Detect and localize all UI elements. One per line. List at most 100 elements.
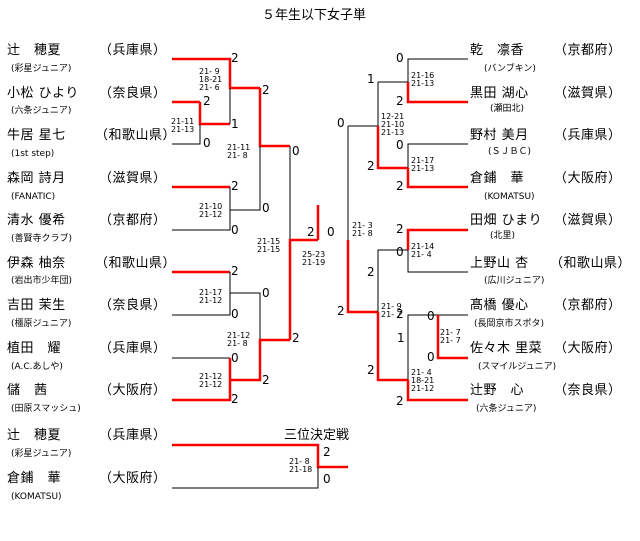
left-player-9-pref: （大阪府） (99, 383, 167, 398)
result-left-r2d-bot: 2 (231, 392, 239, 406)
right-player-2-club: (瀬田北) (490, 104, 525, 114)
left-player-6-name: 伊森 柚奈 (7, 256, 66, 271)
right-player-3-name: 野村 美月 (470, 128, 529, 143)
right-player-9-club: (六条ジュニア) (476, 404, 537, 414)
left-player-3-name: 牛居 星七 (7, 128, 66, 143)
left-player-5-name: 清水 優希 (7, 213, 66, 228)
left-player-8-pref: （兵庫県） (99, 341, 167, 356)
right-player-1-name: 乾 凛香 (470, 43, 525, 58)
left-player-6-club: (岩出市少年団) (11, 276, 73, 286)
bracket-line-4 (172, 124, 201, 145)
winner-line-26 (406, 168, 468, 189)
right-player-3-club: (ＳＪＢＣ) (488, 147, 532, 157)
right-player-6-name: 上野山 杏 (470, 256, 529, 271)
right-player-4-name: 倉鋪 華 (470, 171, 525, 186)
third-player-1-club: (彩星ジュニア) (11, 449, 72, 459)
result-third-bot: 0 (323, 472, 331, 486)
result-right-r3b-top: 2 (367, 265, 375, 279)
result-left-r2b-bot: 0 (231, 223, 239, 237)
result-left-r1-bot: 1 (231, 117, 239, 131)
bracket-line-9 (230, 146, 261, 211)
result-right-r2b-bot: 2 (396, 179, 404, 193)
left-player-2-name: 小松 ひより (7, 86, 79, 101)
left-player-4-club: (FANATIC) (11, 192, 56, 202)
left-player-1-pref: （兵庫県） (99, 43, 167, 58)
right-player-4-club: (KOMATSU) (484, 192, 535, 202)
result-right-r2a-top: 0 (396, 51, 404, 65)
third-player-1-name: 辻 穂夏 (7, 428, 62, 443)
result-left-r1-top: 2 (231, 51, 239, 65)
right-player-5-name: 田畑 ひまり (470, 213, 543, 228)
left-player-7-name: 吉田 茉生 (7, 298, 66, 313)
winner-line-1 (172, 57, 260, 90)
right-player-5-club: (北里) (490, 231, 516, 241)
left-player-7-club: (橿原ジュニア) (11, 319, 72, 329)
result-right-r1-top: 0 (427, 350, 435, 364)
left-player-8-club: (A.C.あしや) (11, 362, 63, 372)
result-right-r2b-top: 0 (396, 138, 404, 152)
right-player-3-pref: （兵庫県） (554, 128, 622, 143)
result-left-r2b-top: 2 (231, 179, 239, 193)
left-player-3-club: (1st step) (11, 149, 55, 159)
result-right-r2d-bot: 1 (397, 331, 405, 345)
left-player-5-club: (善賢寺クラブ) (11, 234, 73, 244)
left-player-8-name: 植田 耀 (7, 341, 62, 356)
bracket-line-8 (172, 187, 231, 231)
bracket-line-35 (172, 467, 319, 489)
result-final-right: 0 (327, 225, 335, 239)
winner-line-34 (172, 443, 348, 469)
result-right-sf-bot: 2 (337, 304, 345, 318)
third-player-2-name: 倉鋪 華 (7, 471, 62, 486)
winner-line-24 (376, 126, 408, 170)
right-player-9-name: 辻野 心 (470, 383, 525, 398)
left-player-2-club: (六条ジュニア) (11, 106, 72, 116)
result-right-sf-top: 0 (337, 116, 345, 130)
result-left-sf-bot: 2 (292, 331, 300, 345)
left-player-4-name: 森岡 詩月 (7, 171, 66, 186)
result-right-r3b-bot: 2 (367, 363, 375, 377)
third-player-2-pref: （大阪府） (99, 471, 167, 486)
left-player-1-club: (彩星ジュニア) (11, 64, 72, 74)
right-player-2-pref: （滋賀県） (554, 86, 622, 101)
right-player-8-name: 佐々木 里菜 (470, 341, 543, 356)
right-player-7-name: 髙橋 優心 (470, 298, 529, 313)
result-left-r3b-bot: 2 (262, 373, 270, 387)
left-player-9-club: (田原スマッシュ) (11, 404, 81, 414)
winner-line-15 (172, 358, 232, 402)
right-player-5-pref: （滋賀県） (554, 213, 622, 228)
result-left-r2a-bot: 0 (203, 136, 211, 150)
left-player-6-pref: （和歌山県） (95, 256, 177, 271)
bracket-line-12 (172, 272, 231, 316)
bracket-line-22 (378, 58, 468, 83)
left-player-3-pref: （和歌山県） (95, 128, 177, 143)
result-right-r2c-bot: 0 (396, 245, 404, 259)
left-player-7-pref: （奈良県） (99, 298, 167, 313)
bracket-line-13 (230, 292, 261, 340)
winner-line-30 (376, 312, 408, 382)
winner-line-20 (346, 240, 378, 314)
right-player-6-pref: （和歌山県） (550, 256, 632, 271)
winner-line-28 (406, 228, 468, 250)
right-player-9-pref: （奈良県） (554, 383, 622, 398)
right-player-4-pref: （大阪府） (554, 171, 622, 186)
right-player-8-club: (スマイルジュニア) (478, 362, 557, 372)
winner-line-16 (230, 338, 290, 382)
result-right-r1-winner: 2 (396, 307, 404, 321)
